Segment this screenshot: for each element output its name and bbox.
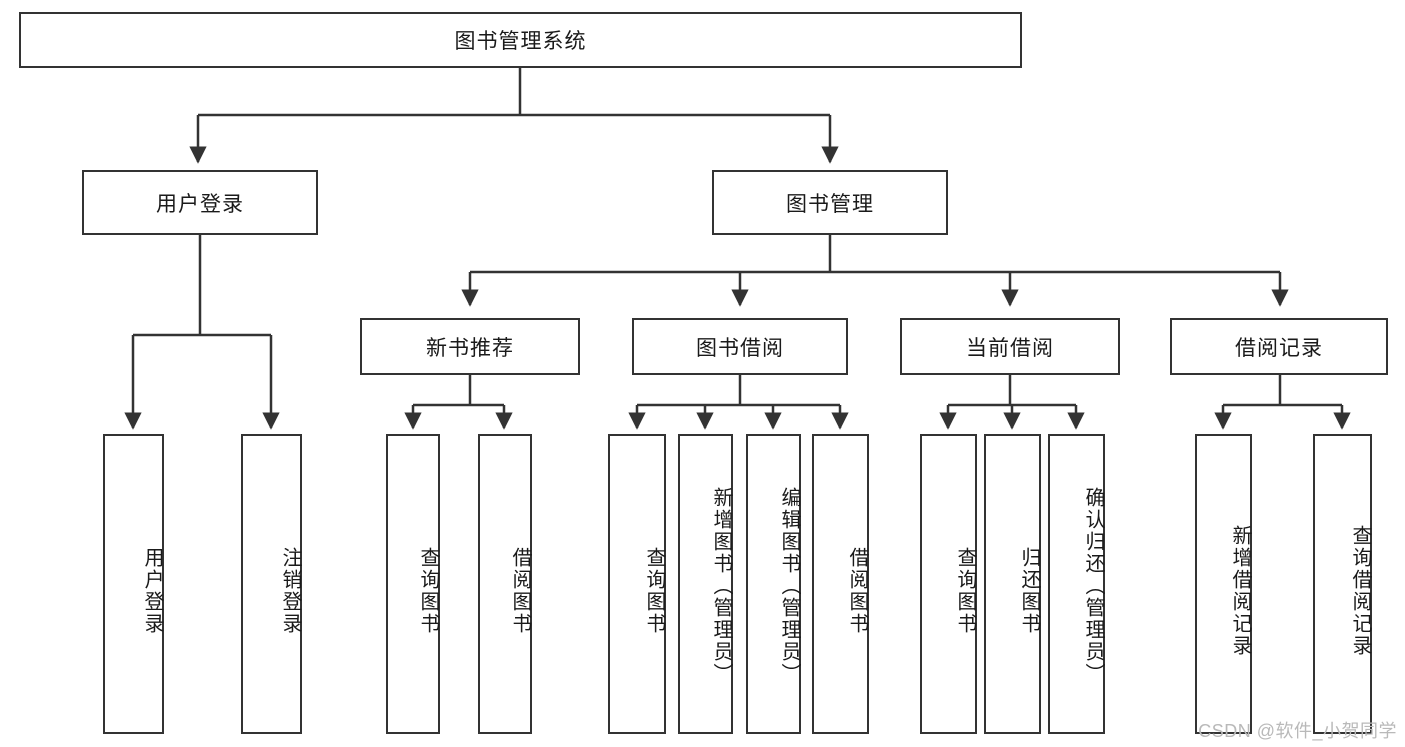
node-label: 用户登录 (156, 192, 244, 216)
node-label: 当前借阅 (966, 336, 1054, 360)
node-book-manage[interactable]: 图书管理 (712, 170, 948, 235)
node-book-borrow[interactable]: 图书借阅 (632, 318, 848, 375)
leaf-query-book-1[interactable]: 查询图书 (386, 434, 440, 734)
node-label: 查询图书 (643, 547, 665, 635)
node-label: 查询图书 (417, 547, 439, 635)
node-label: 图书借阅 (696, 336, 784, 360)
leaf-edit-book[interactable]: 编辑图书（管理员） (746, 434, 801, 734)
leaf-borrow-book-1[interactable]: 借阅图书 (478, 434, 532, 734)
node-user-login[interactable]: 用户登录 (82, 170, 318, 235)
node-label: 确认归还（管理员） (1082, 487, 1104, 685)
leaf-query-book-2[interactable]: 查询图书 (608, 434, 666, 734)
node-label: 查询借阅记录 (1349, 525, 1371, 657)
leaf-query-record[interactable]: 查询借阅记录 (1313, 434, 1372, 734)
node-label: 编辑图书（管理员） (778, 487, 800, 685)
leaf-user-logout[interactable]: 注销登录 (241, 434, 302, 734)
leaf-add-book[interactable]: 新增图书（管理员） (678, 434, 733, 734)
node-label: 图书管理 (786, 192, 874, 216)
node-label: 查询图书 (954, 547, 976, 635)
leaf-query-book-3[interactable]: 查询图书 (920, 434, 977, 734)
leaf-user-login[interactable]: 用户登录 (103, 434, 164, 734)
leaf-return-book[interactable]: 归还图书 (984, 434, 1041, 734)
node-label: 图书管理系统 (454, 30, 587, 53)
node-new-book-recommend[interactable]: 新书推荐 (360, 318, 580, 375)
node-current-borrow[interactable]: 当前借阅 (900, 318, 1120, 375)
node-label: 借阅图书 (509, 547, 531, 635)
node-borrow-record[interactable]: 借阅记录 (1170, 318, 1388, 375)
leaf-confirm-return[interactable]: 确认归还（管理员） (1048, 434, 1105, 734)
node-label: 归还图书 (1018, 547, 1040, 635)
node-label: 借阅图书 (846, 547, 868, 635)
leaf-add-record[interactable]: 新增借阅记录 (1195, 434, 1252, 734)
node-label: 新增借阅记录 (1229, 525, 1251, 657)
node-label: 用户登录 (141, 547, 163, 635)
node-label: 新书推荐 (426, 336, 514, 360)
node-root[interactable]: 图书管理系统 (19, 12, 1022, 68)
node-label: 借阅记录 (1235, 336, 1323, 360)
watermark: CSDN @软件_小贺同学 (1198, 721, 1397, 741)
node-label: 新增图书（管理员） (710, 487, 732, 685)
node-label: 注销登录 (279, 547, 301, 635)
leaf-borrow-book-2[interactable]: 借阅图书 (812, 434, 869, 734)
